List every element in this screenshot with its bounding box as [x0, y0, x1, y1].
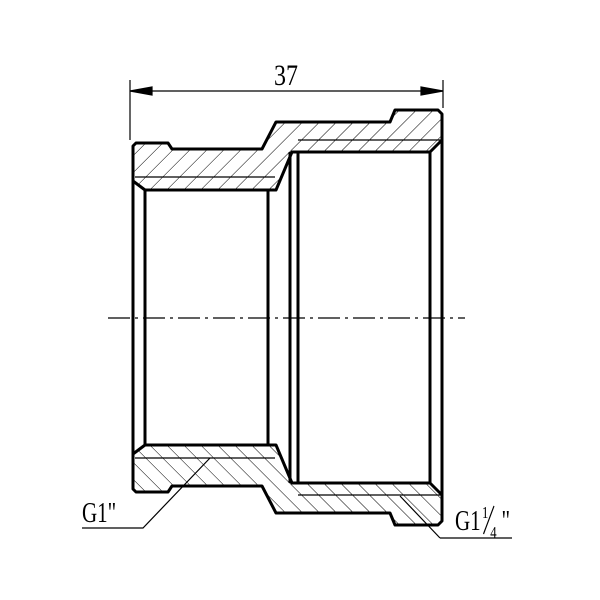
thread-right-num: 1	[482, 504, 488, 522]
dimension-label: 37	[274, 58, 298, 91]
lower-wall	[131, 443, 444, 527]
thread-label-right: G1 1 4 "	[455, 504, 510, 542]
thread-right-suffix: "	[502, 506, 511, 537]
leader-lines	[82, 457, 512, 539]
thread-right-prefix: G1	[455, 506, 481, 537]
upper-wall	[131, 108, 444, 192]
thread-label-left: G1"	[82, 498, 116, 529]
thread-right-den: 4	[490, 524, 497, 542]
dimension-37	[129, 80, 444, 140]
